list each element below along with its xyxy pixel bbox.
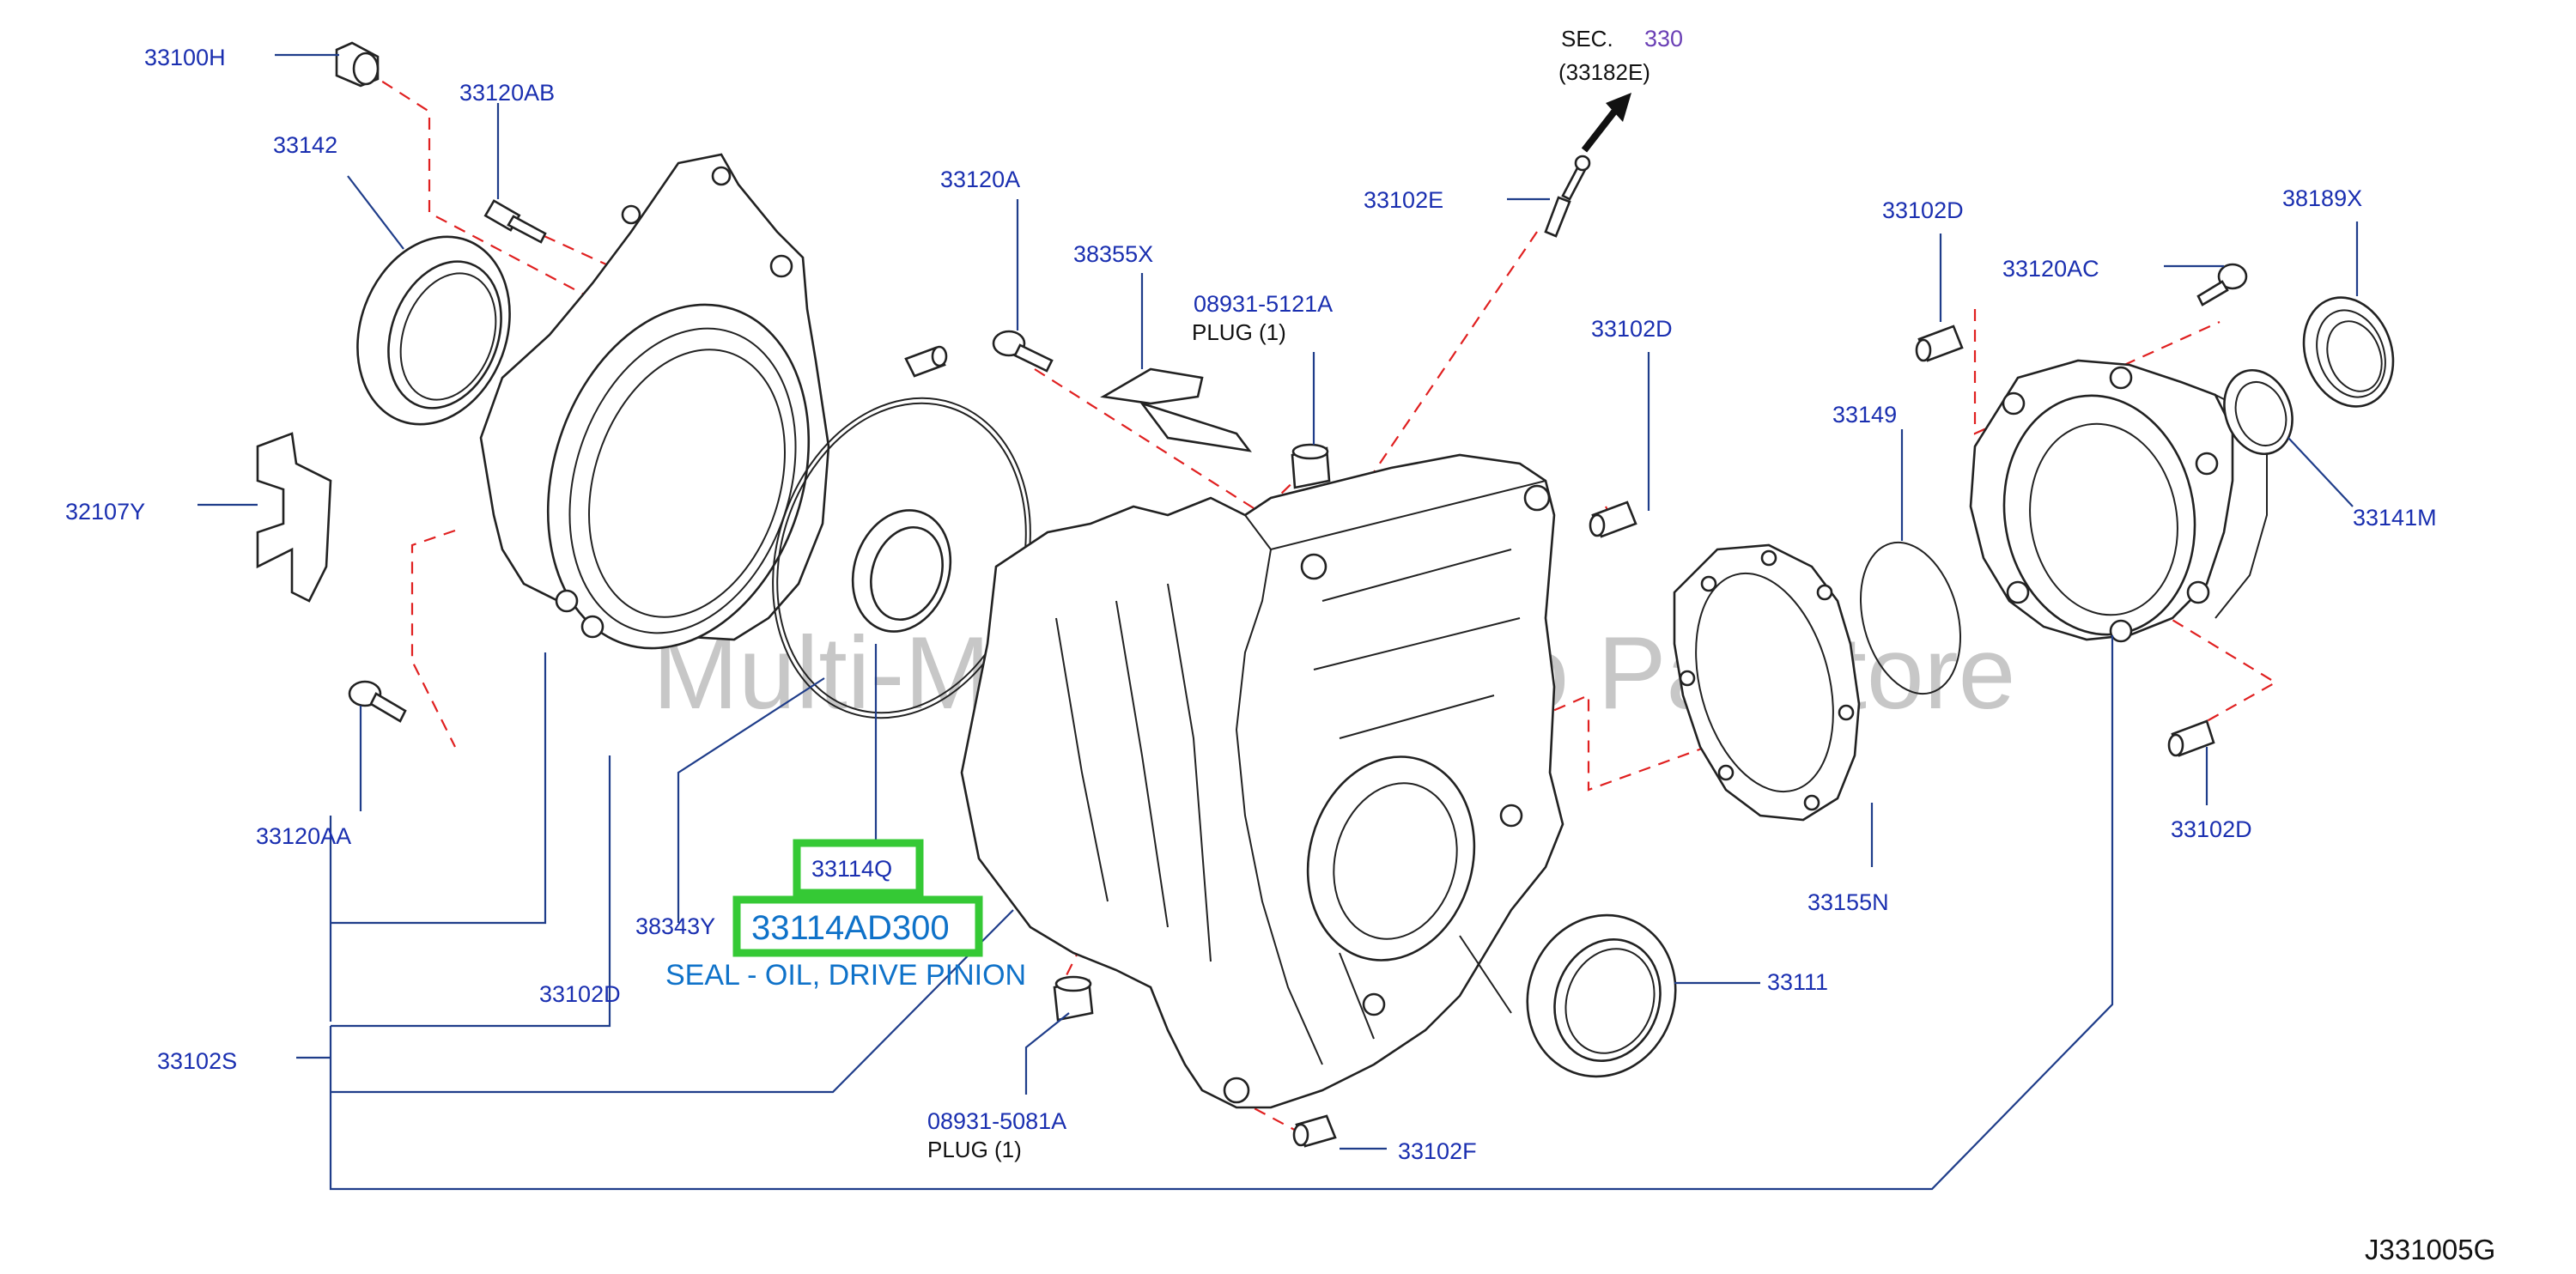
label-33102S[interactable]: 33102S <box>157 1048 237 1074</box>
label-33149[interactable]: 33149 <box>1832 402 1897 428</box>
part-33120AB[interactable] <box>483 199 547 244</box>
part-33111[interactable] <box>1505 895 1698 1098</box>
part-33120A[interactable] <box>992 330 1054 373</box>
part-32107Y[interactable] <box>256 432 332 603</box>
part-33142[interactable] <box>332 215 535 446</box>
label-33141M[interactable]: 33141M <box>2353 505 2437 531</box>
label-33120AC[interactable]: 33120AC <box>2002 256 2099 282</box>
label-33114Q[interactable]: 33114Q <box>811 856 892 882</box>
label-33102E[interactable]: 33102E <box>1364 187 1443 213</box>
part-33114Q[interactable] <box>837 498 965 645</box>
diagram-reference: J331005G <box>2365 1234 2495 1265</box>
part-33141M[interactable] <box>2213 361 2304 464</box>
part-08931-5081A[interactable] <box>1053 975 1094 1022</box>
label-33120AA[interactable]: 33120AA <box>256 823 351 849</box>
label-33102D-lower-right[interactable]: 33102D <box>2171 816 2252 842</box>
part-main-housing[interactable] <box>960 453 1564 1109</box>
section-arrow <box>1581 93 1631 153</box>
label-sec-number[interactable]: 330 <box>1644 26 1683 52</box>
part-33102F[interactable] <box>1292 1114 1337 1148</box>
label-33120AB[interactable]: 33120AB <box>459 80 555 106</box>
label-38343Y[interactable]: 38343Y <box>635 913 715 939</box>
label-38189X[interactable]: 38189X <box>2282 185 2362 211</box>
label-33111[interactable]: 33111 <box>1767 969 1828 995</box>
part-33102D-dowel-center[interactable] <box>1589 500 1637 538</box>
highlight-box-part-number[interactable] <box>732 895 983 957</box>
label-32107Y[interactable]: 32107Y <box>65 499 145 525</box>
label-38355X[interactable]: 38355X <box>1073 241 1153 267</box>
label-33102D-center[interactable]: 33102D <box>1591 316 1673 342</box>
label-sec-ref: (33182E) <box>1558 59 1650 85</box>
highlight-part-description[interactable]: SEAL - OIL, DRIVE PINION <box>665 959 1026 992</box>
part-08931-5121A[interactable] <box>1291 443 1331 489</box>
part-33102D-dowel-lower-right[interactable] <box>2167 719 2215 757</box>
part-38355X[interactable] <box>1100 367 1252 452</box>
part-33149[interactable] <box>1845 531 1977 705</box>
label-33155N[interactable]: 33155N <box>1807 889 1889 915</box>
label-sec-prefix: SEC. <box>1561 26 1613 52</box>
label-33120A[interactable]: 33120A <box>940 167 1020 192</box>
part-33155N[interactable] <box>1673 543 1861 822</box>
label-33102D-lower-left[interactable]: 33102D <box>539 981 621 1007</box>
label-33102D-upper-right[interactable]: 33102D <box>1882 197 1964 223</box>
label-33142[interactable]: 33142 <box>273 132 337 158</box>
leader-lines <box>197 53 2359 1191</box>
highlight-part-number[interactable]: 33114AD300 <box>751 909 950 947</box>
part-38189X[interactable] <box>2289 285 2408 419</box>
label-33102F[interactable]: 33102F <box>1398 1138 1477 1164</box>
part-33102E[interactable] <box>1544 155 1591 238</box>
label-plug-lower: PLUG (1) <box>927 1137 1022 1162</box>
part-33120AC[interactable] <box>2196 263 2248 306</box>
part-33120AA[interactable] <box>348 680 407 723</box>
highlight-box-33114Q[interactable] <box>793 839 924 897</box>
part-front-cover[interactable] <box>479 153 851 682</box>
part-labels: 33100H 33120AB 33142 32107Y 33120AA 3312… <box>65 26 2495 1265</box>
part-33100H[interactable] <box>335 41 380 88</box>
part-33102D-dowel-upper-right[interactable] <box>1915 325 1964 362</box>
label-plug-upper: PLUG (1) <box>1192 319 1286 345</box>
part-rear-housing[interactable] <box>1969 359 2268 650</box>
label-33100H[interactable]: 33100H <box>144 45 226 70</box>
part-33102D-dowel-left[interactable] <box>904 345 948 378</box>
label-08931-5081A[interactable]: 08931-5081A <box>927 1108 1066 1134</box>
label-08931-5121A[interactable]: 08931-5121A <box>1194 291 1333 317</box>
